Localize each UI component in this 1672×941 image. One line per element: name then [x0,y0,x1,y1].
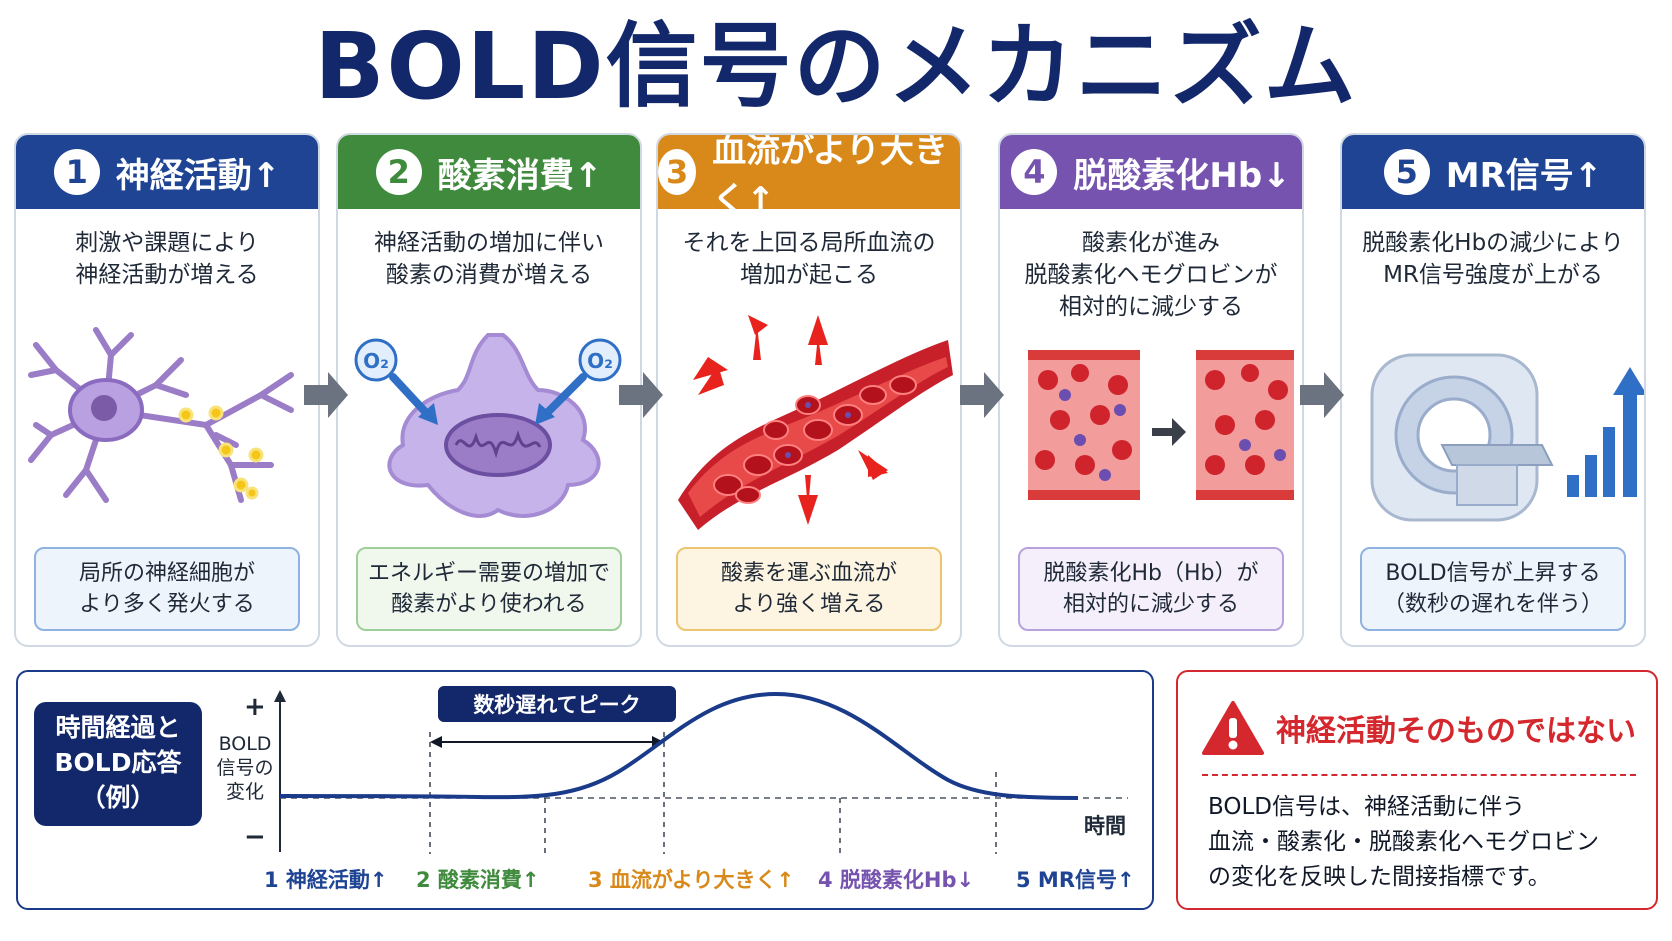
o2-left-label: O₂ [363,349,389,373]
timeline-step-4: 4 脱酸素化Hb↓ [818,868,975,892]
step-card-1: 1 神経活動↑ 刺激や課題により 神経活動が増える 局所の神経細胞が より多く発… [14,133,320,647]
step-card-4: 4 脱酸素化Hb↓ 酸素化が進み 脱酸素化ヘモグロビンが 相対的に減少する 脱酸… [998,133,1304,647]
y-axis-plus: + [244,692,266,722]
step-arrow-3 [960,372,1004,418]
step-title-2: 酸素消費↑ [437,155,603,196]
step-title-3: 血流がより大きく↑ [712,133,948,220]
caution-note-divider [1202,774,1636,776]
cell-mitochondria-illustration: O₂ O₂ [354,333,622,518]
caution-note-title: 神経活動そのものではない [1276,714,1636,749]
step-title-1: 神経活動↑ [115,155,281,196]
step-summary-5: BOLD信号が上昇する （数秒の遅れを伴う） [1360,547,1626,631]
step-header-2: 2 酸素消費↑ [338,135,640,209]
step-summary-2: エネルギー需要の増加で 酸素がより使われる [356,547,622,631]
step-description-1: 刺激や課題により 神経活動が増える [75,230,259,288]
mri-scanner-illustration [1370,353,1644,522]
timeline-step-1: 1 神経活動↑ [264,868,388,892]
step-description-5: 脱酸素化Hbの減少により MR信号強度が上がる [1362,230,1624,288]
blood-vessel-illustration [678,315,953,530]
step-arrow-4 [1300,372,1344,418]
step-card-3: 3 血流がより大きく↑ それを上回る局所血流の 増加が起こる 酸素を運ぶ血流が … [656,133,962,647]
x-axis-label: 時間 [1084,814,1126,838]
step-description-2: 神経活動の増加に伴い 酸素の消費が増える [374,230,604,288]
y-axis-label: BOLD 信号の 変化 [216,733,274,803]
step-number-1: 1 [53,149,100,195]
step-arrow-1 [304,372,348,418]
step-number-5: 5 [1383,149,1430,195]
timeline-step-3: 3 血流がより大きく↑ [588,868,795,892]
bold-timeline-panel: 時間経過と BOLD応答 （例） + BOLD 信号の 変化 − 数秒遅れてピー… [16,670,1154,910]
timeline-step-2: 2 酸素消費↑ [416,868,540,892]
step-summary-4: 脱酸素化Hb（Hb）が 相対的に減少する [1018,547,1284,631]
caution-note-body: BOLD信号は、神経活動に伴う 血流・酸素化・脱酸素化ヘモグロビン の変化を反映… [1208,794,1599,890]
o2-right-label: O₂ [587,349,613,373]
step-header-3: 3 血流がより大きく↑ [658,135,960,220]
step-description-3: それを上回る局所血流の 増加が起こる [682,230,936,288]
bold-response-curve [274,690,1128,854]
caution-note-header: 神経活動そのものではない [1202,690,1636,766]
timeline-panel-label: 時間経過と BOLD応答 （例） [34,702,202,826]
step-summary-1: 局所の神経細胞が より多く発火する [34,547,300,631]
step-number-2: 2 [375,149,422,195]
step-number-3: 3 [658,149,697,195]
step-number-4: 4 [1011,149,1058,195]
step-header-5: 5 MR信号↑ [1342,135,1644,209]
step-description-4: 酸素化が進み 脱酸素化ヘモグロビンが 相対的に減少する [1024,230,1278,320]
step-arrow-2 [619,372,663,418]
step-title-5: MR信号↑ [1445,155,1603,196]
step-header-4: 4 脱酸素化Hb↓ [1000,135,1302,209]
caution-note-panel: 神経活動そのものではない BOLD信号は、神経活動に伴う 血流・酸素化・脱酸素化… [1176,670,1658,910]
step-summary-3: 酸素を運ぶ血流が より強く増える [676,547,942,631]
step-card-5: 5 MR信号↑ 脱酸素化Hbの減少により MR信号強度が上がる BOLD信号が上… [1340,133,1646,647]
peak-delay-label: 数秒遅れてピーク [438,686,676,722]
neuron-illustration [28,327,294,503]
y-axis-minus: − [244,822,266,852]
step-card-2: 2 酸素消費↑ 神経活動の増加に伴い 酸素の消費が増える O₂ O₂ エネルギー… [336,133,642,647]
timeline-step-5: 5 MR信号↑ [1016,868,1135,892]
step-title-4: 脱酸素化Hb↓ [1073,155,1291,196]
hemoglobin-comparison-illustration [1028,350,1294,500]
step-header-1: 1 神経活動↑ [16,135,318,209]
page-title: BOLD信号のメカニズム [314,13,1358,120]
warning-icon [1202,701,1264,755]
